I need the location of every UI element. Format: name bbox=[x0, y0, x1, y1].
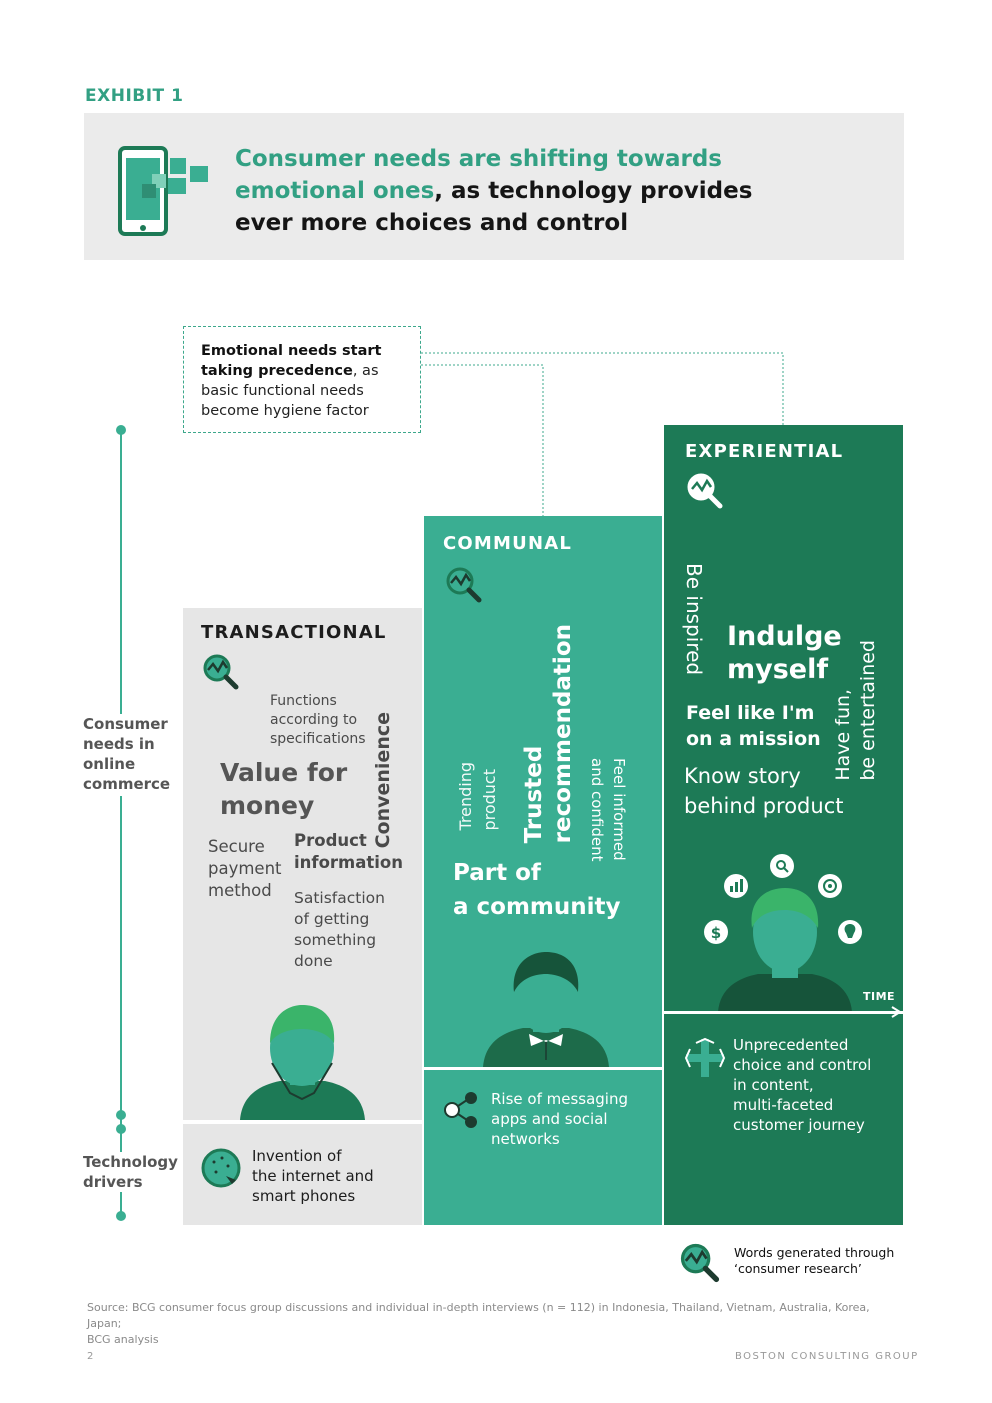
experiential-person-avatar: $ bbox=[700, 852, 870, 1012]
axis-label-consumer-needs: Consumer needs in online commerce bbox=[83, 714, 170, 796]
brand-footer: BOSTON CONSULTING GROUP bbox=[735, 1351, 919, 1362]
research-magnifier-icon bbox=[199, 652, 243, 692]
trusted-recommendation-text: Trusted recommendation bbox=[520, 624, 578, 843]
axis-label-technology-drivers: Technology drivers bbox=[83, 1152, 178, 1192]
emotional-needs-callout: Emotional needs start taking precedence,… bbox=[183, 326, 421, 433]
page-number: 2 bbox=[87, 1351, 93, 1362]
experiential-driver-text: Unprecedented choice and control in cont… bbox=[733, 1035, 871, 1135]
have-fun-text: Have fun, be entertained bbox=[831, 640, 881, 781]
transactional-person-avatar bbox=[240, 1003, 365, 1120]
crossroads-icon bbox=[684, 1037, 726, 1079]
functions-text: Functions according to specifications bbox=[270, 692, 366, 749]
value-for-money-text: Value for money bbox=[220, 756, 347, 822]
indulge-myself-text: Indulge myself bbox=[727, 620, 842, 686]
transactional-title: TRANSACTIONAL bbox=[201, 622, 387, 643]
network-nodes-icon bbox=[442, 1090, 482, 1130]
title-highlight-line-1: Consumer needs are shifting towards bbox=[235, 146, 722, 172]
part-of-community-text: Part of a community bbox=[453, 856, 621, 924]
know-story-text: Know story behind product bbox=[684, 761, 843, 821]
research-magnifier-icon bbox=[442, 565, 486, 605]
transactional-driver-text: Invention of the internet and smart phon… bbox=[252, 1146, 374, 1206]
exhibit-title: Consumer needs are shifting towards emot… bbox=[235, 143, 875, 239]
communal-title: COMMUNAL bbox=[443, 533, 572, 554]
time-axis-label: TIME bbox=[863, 990, 895, 1003]
secure-payment-text: Secure payment method bbox=[208, 836, 282, 902]
research-magnifier-icon bbox=[676, 1240, 724, 1286]
phone-apps-icon bbox=[118, 146, 213, 238]
be-inspired-text: Be inspired bbox=[682, 563, 706, 675]
research-magnifier-icon bbox=[683, 471, 727, 511]
time-arrow bbox=[664, 1005, 904, 1019]
communal-person-avatar bbox=[483, 950, 609, 1067]
on-a-mission-text: Feel like I'm on a mission bbox=[686, 700, 821, 752]
title-rest-line-2: ever more choices and control bbox=[235, 210, 628, 236]
svg-text:$: $ bbox=[711, 924, 721, 942]
legend-text: Words generated through ‘consumer resear… bbox=[734, 1245, 894, 1277]
experiential-title: EXPERIENTIAL bbox=[685, 441, 843, 462]
satisfaction-text: Satisfaction of getting something done bbox=[294, 888, 385, 972]
product-information-text: Product information bbox=[294, 830, 403, 874]
trending-product-text: Trending product bbox=[454, 762, 502, 831]
title-highlight-line-2: emotional ones bbox=[235, 178, 434, 204]
communal-driver-text: Rise of messaging apps and social networ… bbox=[491, 1089, 628, 1149]
source-note: Source: BCG consumer focus group discuss… bbox=[87, 1300, 907, 1348]
convenience-text: Convenience bbox=[372, 712, 394, 848]
globe-icon bbox=[200, 1148, 244, 1190]
title-rest-line-1: , as technology provides bbox=[434, 178, 752, 204]
feel-informed-text: Feel informed and confident bbox=[586, 758, 630, 862]
exhibit-label: EXHIBIT 1 bbox=[85, 86, 183, 106]
